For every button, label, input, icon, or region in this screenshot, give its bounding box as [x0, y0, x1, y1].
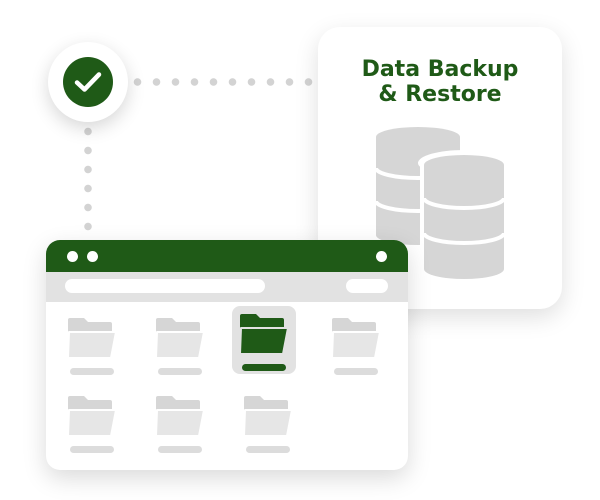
- window-control-dot[interactable]: [67, 251, 78, 262]
- folder-item[interactable]: [60, 310, 124, 378]
- success-badge: [48, 42, 128, 122]
- folder-icon: [155, 318, 205, 359]
- folder-icon: [155, 396, 205, 437]
- title-line-1: Data Backup: [361, 57, 519, 82]
- title-line-2: & Restore: [378, 82, 502, 107]
- folder-item[interactable]: [324, 310, 388, 378]
- folder-label: [334, 368, 378, 375]
- window-control-dot[interactable]: [376, 251, 387, 262]
- database-icon: [374, 127, 506, 281]
- connector-dots-horizontal: [128, 78, 318, 86]
- folder-icon: [67, 396, 117, 437]
- folder-label: [158, 446, 202, 453]
- backup-card: Data Backup & Restore: [318, 27, 562, 309]
- folder-item[interactable]: [60, 388, 124, 456]
- backup-card-title: Data Backup & Restore: [318, 57, 562, 107]
- folder-icon: [67, 318, 117, 359]
- search-pill[interactable]: [346, 279, 388, 293]
- window-control-dot[interactable]: [87, 251, 98, 262]
- folder-item[interactable]: [236, 388, 300, 456]
- window-titlebar: [46, 240, 408, 272]
- window-toolbar: [46, 272, 408, 302]
- folder-label: [70, 446, 114, 453]
- folder-label: [158, 368, 202, 375]
- folder-label: [246, 446, 290, 453]
- check-icon: [63, 57, 113, 107]
- folder-item[interactable]: [148, 388, 212, 456]
- folder-icon: [331, 318, 381, 359]
- folder-label: [70, 368, 114, 375]
- connector-dots-vertical: [84, 122, 92, 240]
- folder-item-selected[interactable]: [232, 306, 296, 374]
- folder-item[interactable]: [148, 310, 212, 378]
- folder-icon: [239, 314, 289, 355]
- file-browser-window: [46, 240, 408, 470]
- folder-label: [242, 364, 286, 371]
- folder-icon: [243, 396, 293, 437]
- address-bar[interactable]: [65, 279, 265, 293]
